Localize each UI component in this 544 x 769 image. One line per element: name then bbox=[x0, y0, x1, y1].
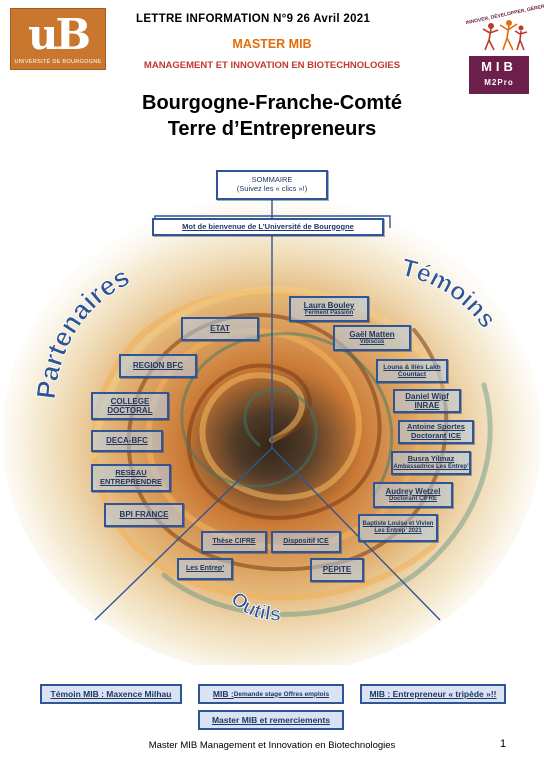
partner-college-doctoral-link[interactable]: COLLEGE DOCTORAL bbox=[91, 392, 169, 420]
witness-company: Les Entrep’ 2021 bbox=[374, 528, 422, 534]
mib-figures-icon bbox=[482, 20, 528, 51]
partner-etat-link[interactable]: ETAT bbox=[181, 317, 259, 341]
witness-company: Vibiscus bbox=[359, 339, 385, 346]
mib-logo: INNOVER, DÉVELOPPER, GÉRER MIB M2Pro bbox=[463, 4, 544, 96]
mib-badge-level: M2Pro bbox=[484, 78, 514, 87]
program-title: MANAGEMENT ET INNOVATION EN BIOTECHNOLOG… bbox=[143, 60, 401, 71]
tool-label: Les Entrep’ bbox=[185, 564, 225, 572]
partner-reseau-entreprendre-link[interactable]: RESEAU ENTREPRENDRE bbox=[91, 464, 171, 492]
partner-label: COLLEGE DOCTORAL bbox=[107, 396, 153, 415]
mib-badge: MIB M2Pro bbox=[469, 56, 529, 94]
testimony-maxence-link[interactable]: Témoin MIB : Maxence Milhau bbox=[40, 684, 182, 704]
summary-box: SOMMAIRE (Suivez les « clics »!) bbox=[216, 170, 328, 200]
witness-louna-ilies-link[interactable]: Louna & Iliès Lakh Countact bbox=[376, 359, 448, 383]
page-footer: Master MIB Management et Innovation en B… bbox=[148, 740, 396, 751]
page-number: 1 bbox=[500, 738, 507, 750]
offers-label: Demande stage Offres emplois bbox=[233, 690, 330, 698]
summary-title: SOMMAIRE bbox=[251, 175, 293, 185]
tool-label: PEPITE bbox=[322, 565, 352, 575]
tool-les-entrep-link[interactable]: Les Entrep’ bbox=[177, 558, 233, 580]
tool-label: Dispositif ICE bbox=[283, 537, 329, 545]
universite-bourgogne-logo: uB UNIVERSITÉ DE BOURGOGNE bbox=[10, 8, 106, 70]
summary-hint: (Suivez les « clics »!) bbox=[236, 184, 308, 193]
witness-name: Audrey Wetzel bbox=[385, 486, 441, 496]
partner-label: RESEAU ENTREPRENDRE bbox=[99, 468, 163, 486]
tool-dispositif-ice-link[interactable]: Dispositif ICE bbox=[271, 531, 341, 553]
witness-company: Doctorant CIFRE bbox=[389, 496, 437, 503]
witness-company: Countact bbox=[397, 371, 427, 378]
page-title-line2: Terre d’Entrepreneurs bbox=[167, 118, 377, 140]
welcome-link-label: Mot de bienvenue de L’Université de Bour… bbox=[182, 221, 354, 231]
partner-label: ETAT bbox=[210, 324, 230, 334]
welcome-link[interactable]: Mot de bienvenue de L’Université de Bour… bbox=[152, 218, 384, 236]
master-title: MASTER MIB bbox=[232, 37, 312, 51]
page-title-line1: Bourgogne-Franche-Comté bbox=[142, 92, 402, 114]
partner-region-bfc-link[interactable]: REGION BFC bbox=[119, 354, 197, 378]
entrepreneur-label: MIB : Entrepreneur « tripède »!! bbox=[369, 689, 497, 699]
newsletter-issue: LETTRE INFORMATION N°9 26 Avril 2021 bbox=[136, 13, 371, 25]
witness-laura-bouley-link[interactable]: Laura Bouley Ferment Passion bbox=[289, 296, 369, 322]
witness-company: Ferment Passion bbox=[304, 310, 354, 317]
ub-logo-letters: uB bbox=[27, 10, 91, 59]
thanks-label: Master MIB et remerciements bbox=[211, 715, 331, 725]
witness-audrey-wetzel-link[interactable]: Audrey Wetzel Doctorant CIFRE bbox=[373, 482, 453, 508]
testimony-label: Témoin MIB : Maxence Milhau bbox=[50, 689, 172, 699]
witness-name: Gaël Matten bbox=[349, 329, 395, 339]
witness-name: Laura Bouley bbox=[303, 300, 355, 310]
job-offers-link[interactable]: MIB : Demande stage Offres emplois bbox=[198, 684, 344, 704]
witness-name: Louna & Iliès Lakh bbox=[383, 363, 441, 371]
witness-name: Busra Yilmaz bbox=[407, 454, 455, 464]
partner-label: DECA-BFC bbox=[106, 436, 148, 446]
partner-bpi-france-link[interactable]: BPI FRANCE bbox=[104, 503, 184, 527]
mib-badge-name: MIB bbox=[481, 59, 517, 74]
partner-deca-bfc-link[interactable]: DECA-BFC bbox=[91, 430, 163, 452]
offers-prefix: MIB : bbox=[212, 689, 234, 699]
witness-baptiste-vivien-link[interactable]: Baptiste Louise et Vivien Les Entrep’ 20… bbox=[358, 514, 438, 542]
witness-company: Doctorant ICE bbox=[410, 431, 461, 440]
partner-label: BPI FRANCE bbox=[119, 510, 169, 520]
witness-antoine-sportes-link[interactable]: Antoine Sportes Doctorant ICE bbox=[398, 420, 474, 444]
witness-name: Antoine Sportes bbox=[407, 422, 465, 432]
witness-busra-yilmaz-link[interactable]: Busra Yilmaz Ambassadrice Les Entrep’ bbox=[391, 451, 471, 475]
witness-company: INRAE bbox=[414, 401, 440, 410]
witness-daniel-wipf-link[interactable]: Daniel Wipf INRAE bbox=[393, 389, 461, 413]
witness-company: Ambassadrice Les Entrep’ bbox=[393, 463, 469, 470]
witness-name: Baptiste Louise et Vivien bbox=[362, 521, 434, 528]
tool-label: Thèse CIFRE bbox=[212, 537, 256, 545]
partner-label: REGION BFC bbox=[132, 361, 184, 371]
tool-these-cifre-link[interactable]: Thèse CIFRE bbox=[201, 531, 267, 553]
tool-pepite-link[interactable]: PEPITE bbox=[310, 558, 364, 582]
witness-gael-matten-link[interactable]: Gaël Matten Vibiscus bbox=[333, 325, 411, 351]
entrepreneur-tripede-link[interactable]: MIB : Entrepreneur « tripède »!! bbox=[360, 684, 506, 704]
thanks-link[interactable]: Master MIB et remerciements bbox=[198, 710, 344, 730]
ub-logo-subtitle: UNIVERSITÉ DE BOURGOGNE bbox=[14, 59, 102, 65]
witness-name: Daniel Wipf bbox=[405, 391, 449, 401]
